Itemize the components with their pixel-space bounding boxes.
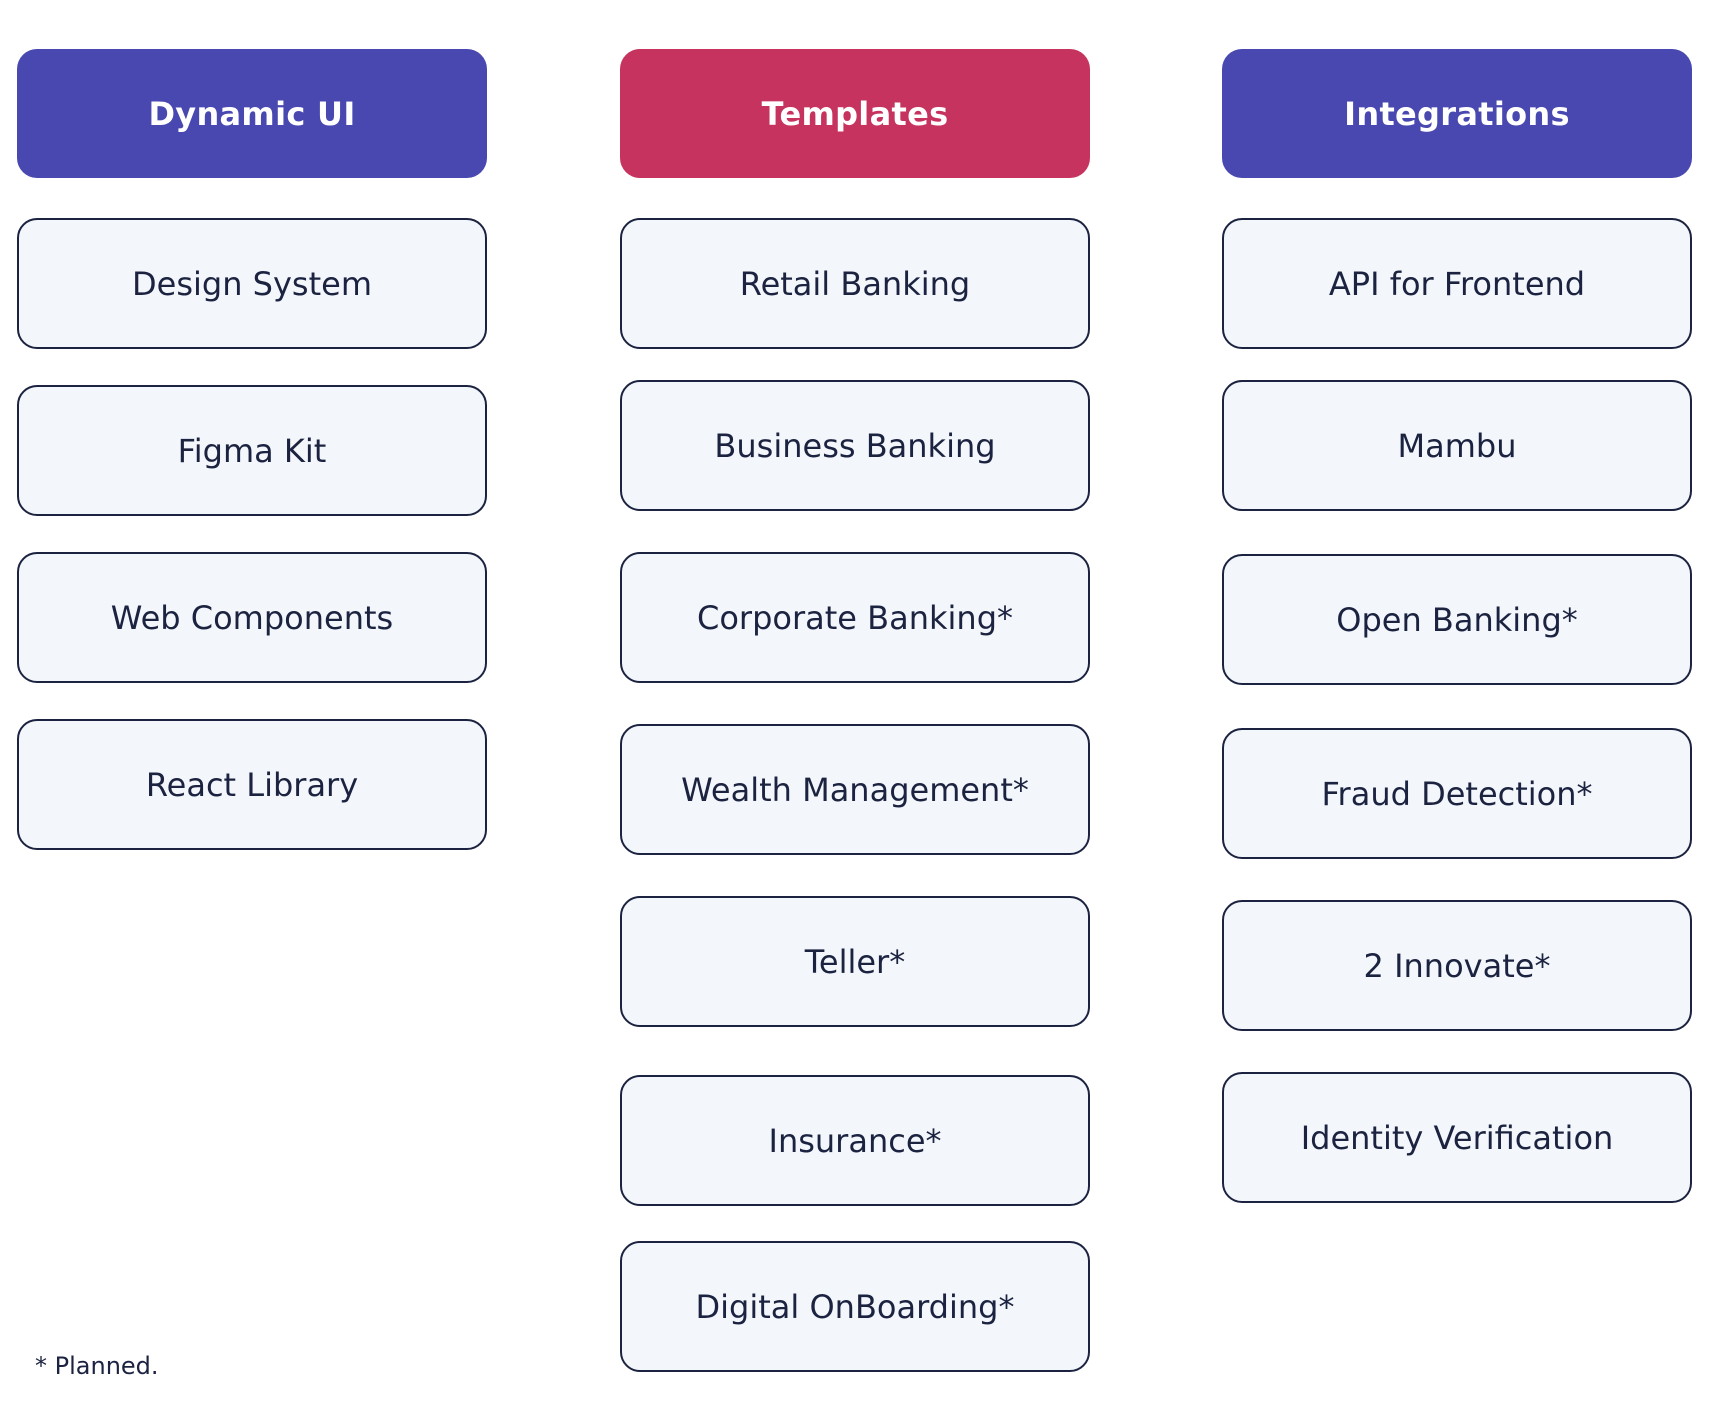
dynamic-ui-item-figma-kit: Figma Kit	[17, 385, 487, 516]
integrations-item-api-for-frontend: API for Frontend	[1222, 218, 1692, 349]
integrations-item-fraud-detection: Fraud Detection*	[1222, 728, 1692, 859]
integrations-header: Integrations	[1222, 49, 1692, 178]
footnote: * Planned.	[35, 1352, 159, 1380]
templates-item-insurance: Insurance*	[620, 1075, 1090, 1206]
dynamic-ui-item-design-system: Design System	[17, 218, 487, 349]
templates-item-teller: Teller*	[620, 896, 1090, 1027]
templates-item-corporate-banking: Corporate Banking*	[620, 552, 1090, 683]
integrations-item-2-innovate: 2 Innovate*	[1222, 900, 1692, 1031]
integrations-item-mambu: Mambu	[1222, 380, 1692, 511]
integrations-item-identity-verification: Identity Verification	[1222, 1072, 1692, 1203]
templates-item-digital-onboarding: Digital OnBoarding*	[620, 1241, 1090, 1372]
templates-header: Templates	[620, 49, 1090, 178]
dynamic-ui-item-web-components: Web Components	[17, 552, 487, 683]
templates-item-business-banking: Business Banking	[620, 380, 1090, 511]
templates-item-wealth-management: Wealth Management*	[620, 724, 1090, 855]
templates-item-retail-banking: Retail Banking	[620, 218, 1090, 349]
dynamic-ui-item-react-library: React Library	[17, 719, 487, 850]
dynamic-ui-header: Dynamic UI	[17, 49, 487, 178]
integrations-item-open-banking: Open Banking*	[1222, 554, 1692, 685]
